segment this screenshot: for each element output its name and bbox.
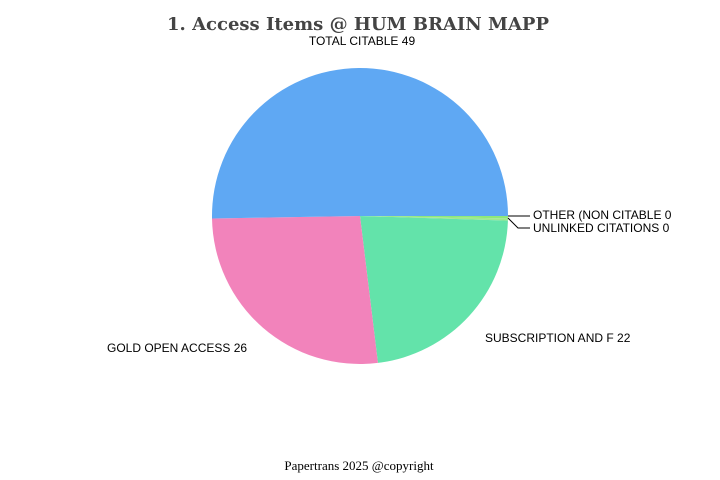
- chart-title: 1. Access Items @ HUM BRAIN MAPP: [167, 14, 549, 35]
- pie-slices: [212, 68, 508, 365]
- slice-label-other-non-citable: OTHER (NON CITABLE 0: [533, 208, 672, 222]
- slice-label-gold-open-access: GOLD OPEN ACCESS 26: [107, 341, 247, 355]
- slice-total-citable: [212, 68, 508, 219]
- slice-label-subscription: SUBSCRIPTION AND F 22: [485, 331, 631, 345]
- slice-unlinked-citations: [360, 216, 508, 221]
- leader-line-unlinked: [507, 217, 530, 229]
- label-leader-lines: [507, 215, 530, 229]
- slice-other-non-citable: [360, 216, 508, 219]
- slice-label-unlinked-citations: UNLINKED CITATIONS 0: [533, 221, 670, 235]
- slice-label-total-citable: TOTAL CITABLE 49: [309, 34, 416, 48]
- slice-subscription: [360, 216, 508, 363]
- slice-gold-open-access: [212, 216, 378, 365]
- copyright-footer: Papertrans 2025 @copyright: [284, 458, 434, 473]
